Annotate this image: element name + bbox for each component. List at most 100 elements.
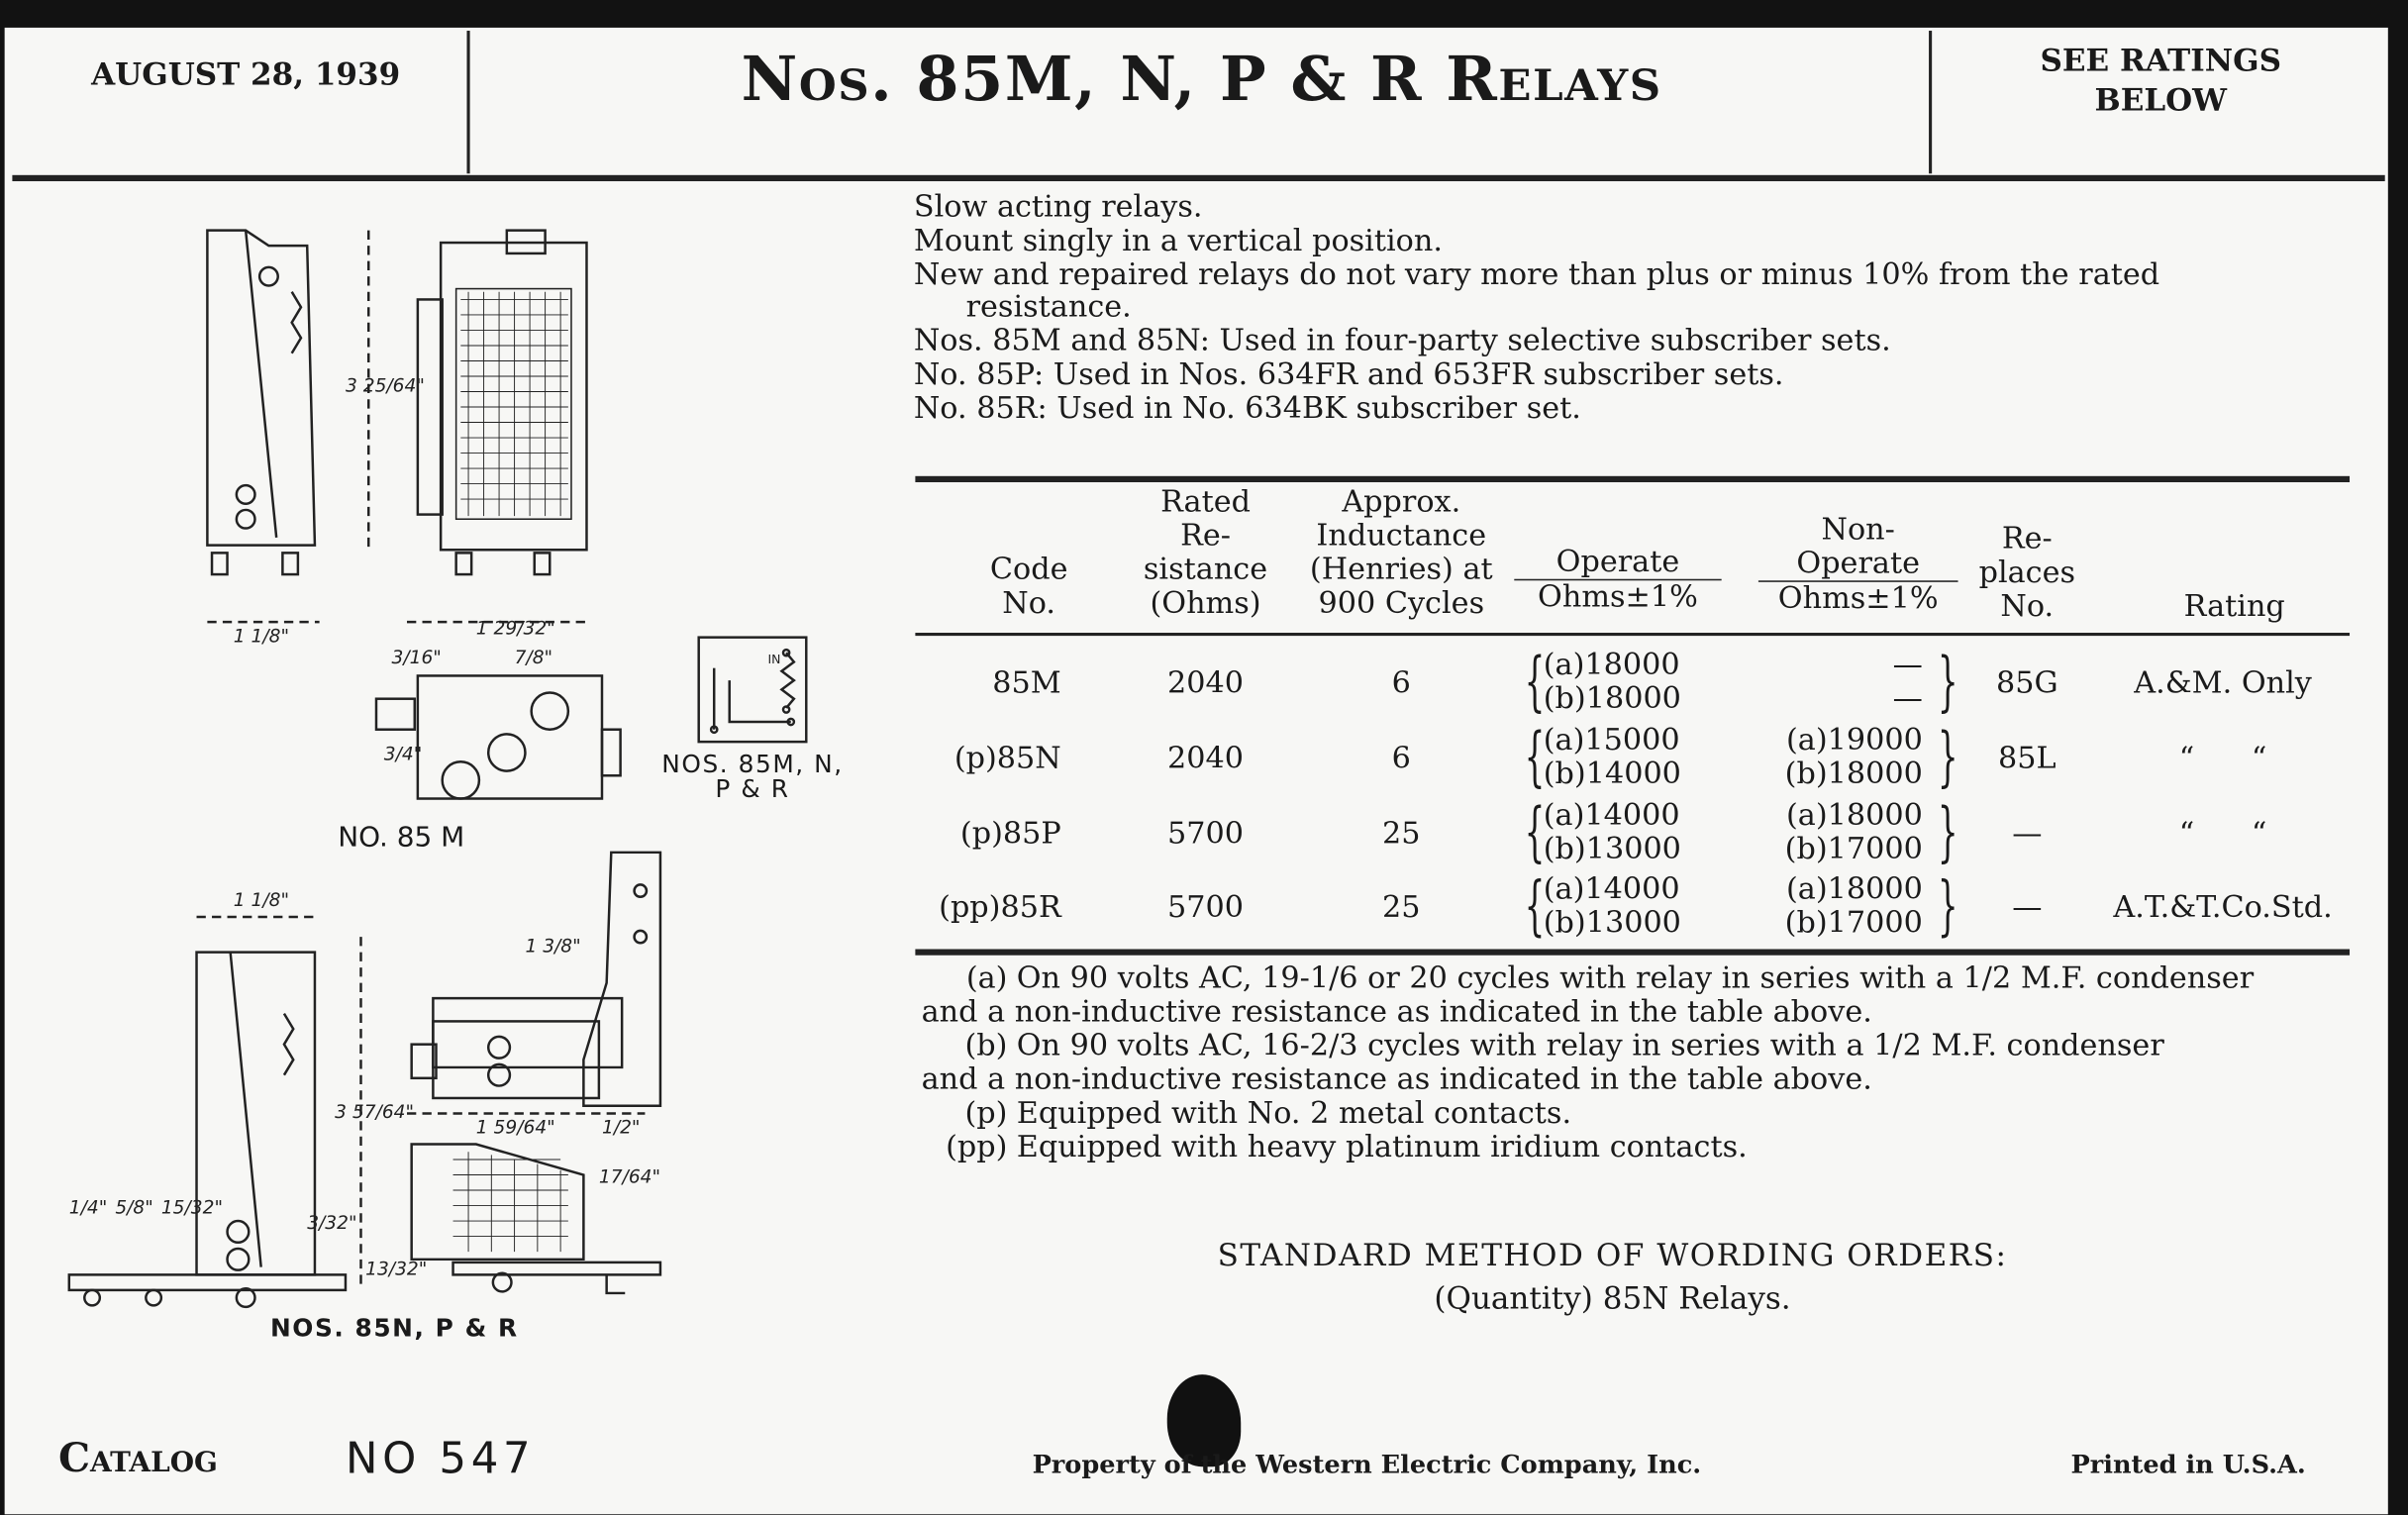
cell-resistance: 5700 xyxy=(1167,815,1245,852)
ordering-heading: STANDARD METHOD OF WORDING ORDERS: xyxy=(1217,1236,2008,1273)
cell-operate-b: (b)18000 xyxy=(1543,680,1681,716)
table-bottom-rule xyxy=(915,949,2351,956)
header-text: places xyxy=(1978,554,2076,590)
footnote-key: (b) xyxy=(964,1027,1008,1063)
dim-label: 3 57/64" xyxy=(335,1102,414,1123)
ink-blot xyxy=(1166,1374,1242,1467)
cell-code: (p)85P xyxy=(959,815,1061,852)
footnote-text: Equipped with heavy platinum iridium con… xyxy=(1016,1128,1748,1164)
cell-code: (pp)85R xyxy=(939,889,1061,925)
cell-non-operate-b: — xyxy=(1892,680,1923,716)
header-text: Rating xyxy=(2183,588,2285,624)
page-title: Nos. 85M, N, P & R Relays xyxy=(741,43,1662,116)
footnote-text: and a non-inductive resistance as indica… xyxy=(921,1060,1872,1097)
sheet-date: AUGUST 28, 1939 xyxy=(91,54,401,93)
cell-non-operate-b: (b)17000 xyxy=(1784,904,1923,941)
ordering-example: (Quantity) 85N Relays. xyxy=(1434,1278,1791,1317)
label-line: NOS. 85M, N, xyxy=(661,749,844,779)
cell-non-operate-b: (b)17000 xyxy=(1784,831,1923,866)
description-line: No. 85R: Used in No. 634BK subscriber se… xyxy=(913,389,1581,426)
header-text: Rated xyxy=(1160,483,1251,520)
footnote: (p)Equipped with No. 2 metal contacts. xyxy=(922,1096,2358,1130)
dim-label: 3/16" xyxy=(392,648,442,668)
cell-resistance: 2040 xyxy=(1167,740,1245,776)
description-line: New and repaired relays do not vary more… xyxy=(913,255,2160,292)
header-divider xyxy=(1929,31,1933,174)
description-line: Slow acting relays. xyxy=(913,188,1203,225)
catalog-label: Catalog xyxy=(57,1436,218,1482)
footnote-key: (p) xyxy=(964,1094,1008,1131)
footnote-key: (a) xyxy=(965,960,1008,996)
footnote-key: (pp) xyxy=(946,1128,1008,1164)
header-text: No. xyxy=(1002,584,1056,621)
cell-operate-a: (a)14000 xyxy=(1543,796,1680,833)
ratings-note: SEE RATINGS BELOW xyxy=(1938,40,2383,120)
cell-replaces: 85L xyxy=(1998,740,2057,776)
cell-non-operate-a: (a)19000 xyxy=(1786,721,1923,758)
brace: { xyxy=(1524,867,1546,944)
catalog-sheet xyxy=(4,27,2388,1515)
side-view-85m xyxy=(206,229,370,624)
table-top-rule xyxy=(915,475,2351,483)
cell-operate-b: (b)14000 xyxy=(1543,756,1681,791)
brace: } xyxy=(1937,793,1958,869)
cell-inductance: 25 xyxy=(1382,889,1421,925)
header-text: Approx. xyxy=(1342,483,1461,520)
header-text: Ohms±1% xyxy=(1538,578,1698,615)
cell-operate-a: (a)15000 xyxy=(1543,721,1680,758)
cell-rating: “ “ xyxy=(2178,740,2267,776)
header-text: No. xyxy=(2000,588,2055,624)
front-view-85m xyxy=(407,229,592,624)
footnote: (pp)Equipped with heavy platinum iridium… xyxy=(922,1128,2358,1164)
brace: { xyxy=(1524,643,1546,719)
footnote-text: On 90 volts AC, 19-1/6 or 20 cycles with… xyxy=(1016,960,2255,996)
header-text: sistance xyxy=(1143,551,1268,587)
front-view-85npr xyxy=(410,1143,662,1295)
dim-label: 3 25/64" xyxy=(346,376,425,397)
brace: } xyxy=(1937,643,1958,719)
dim-label: 1/4" xyxy=(69,1197,108,1218)
side-view-85npr xyxy=(67,915,362,1309)
description-line: resistance. xyxy=(965,289,1132,325)
top-view-85npr xyxy=(407,851,662,1115)
brace: { xyxy=(1524,793,1546,869)
header-text: Non- xyxy=(1821,511,1895,548)
cell-operate-b: (b)13000 xyxy=(1543,904,1681,941)
cell-operate-a: (a)14000 xyxy=(1543,870,1680,907)
dim-label: 1/2" xyxy=(602,1118,641,1139)
ordering-instructions: STANDARD METHOD OF WORDING ORDERS: (Quan… xyxy=(1075,1233,2151,1319)
dim-label: 17/64" xyxy=(599,1166,660,1187)
cell-resistance: 2040 xyxy=(1167,664,1245,701)
ratings-note-line: BELOW xyxy=(2094,81,2228,119)
cell-inductance: 25 xyxy=(1382,815,1421,852)
footnotes: (a)On 90 volts AC, 19-1/6 or 20 cycles w… xyxy=(921,960,2358,1164)
label-line: P & R xyxy=(715,773,790,804)
brace: { xyxy=(1524,718,1546,794)
description-line: Mount singly in a vertical position. xyxy=(913,222,1443,258)
table-header-rule xyxy=(915,633,2351,637)
footnote: (a)On 90 volts AC, 19-1/6 or 20 cycles w… xyxy=(922,960,2358,996)
header-text: (Ohms) xyxy=(1150,584,1261,621)
dim-label: 5/8" xyxy=(115,1197,153,1218)
cell-replaces: — xyxy=(2012,889,2043,925)
cell-non-operate-b: (b)18000 xyxy=(1784,756,1923,791)
dim-label: 3/4" xyxy=(384,745,423,765)
dimension-labels: 3 25/64" 1 1/8" 1 29/32" 3/16" 7/8" 3/4"… xyxy=(69,376,781,1280)
header-text: Operate xyxy=(1757,546,1958,582)
header-divider xyxy=(466,31,470,174)
cell-non-operate-a: (a)18000 xyxy=(1786,870,1923,907)
catalog-number: NO 547 xyxy=(345,1433,536,1484)
cell-non-operate-a: (a)18000 xyxy=(1786,796,1923,833)
header-text: Re- xyxy=(2001,520,2053,556)
footnote-text: Equipped with No. 2 metal contacts. xyxy=(1016,1094,1572,1131)
header-text: Re- xyxy=(1180,517,1231,554)
drawing-label-schematic: NOS. 85M, N, P & R xyxy=(645,749,859,804)
cell-rating: A.&M. Only xyxy=(2134,664,2312,701)
cell-inductance: 6 xyxy=(1391,740,1411,776)
drawing-label-85m: NO. 85 M xyxy=(338,821,465,855)
property-notice: Property of the Western Electric Company… xyxy=(1032,1450,1702,1479)
